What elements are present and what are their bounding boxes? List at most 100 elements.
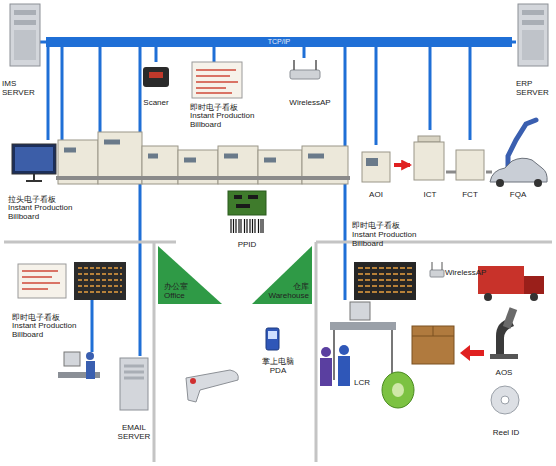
server-node: ERP SERVER	[516, 2, 554, 98]
machine-window	[64, 142, 324, 160]
reel-disc	[491, 386, 519, 414]
zone-triangle	[252, 246, 312, 304]
server-icon	[120, 358, 148, 410]
monitor-screen	[15, 147, 53, 171]
ict-top	[418, 136, 440, 142]
billboard-node: 即时电子看板 Instant Production Billboard	[352, 222, 442, 300]
node-label: LCR	[354, 379, 370, 388]
node-label: Reel ID	[493, 429, 520, 438]
access-point-icon	[430, 270, 444, 277]
server-bay	[522, 10, 544, 15]
carton	[412, 326, 454, 364]
screen-lines	[22, 271, 60, 289]
workstation-monitor	[350, 302, 370, 320]
server-bay	[124, 366, 144, 378]
node-label: FQA	[510, 191, 526, 200]
node-label: Scaner	[143, 99, 168, 108]
node-label: 掌上电脑 PDA	[261, 358, 295, 376]
billboard-table	[74, 262, 126, 300]
worker-head	[339, 345, 349, 355]
disc-hole	[501, 396, 509, 404]
device-node: WirelessAP	[282, 58, 338, 108]
node-label: TCP/IP	[268, 38, 291, 46]
network-connector	[512, 41, 516, 44]
server-panel	[14, 30, 36, 60]
device-node: PPID	[222, 190, 272, 250]
node-label: WirelessAP	[445, 269, 486, 278]
network-wire	[62, 47, 100, 352]
network-connector	[155, 47, 158, 62]
device-node: 掌上电脑 PDA	[258, 326, 298, 376]
billboard-node: 即时电子看板 Instant Production Billboard	[190, 62, 270, 130]
screen-lines	[196, 70, 238, 93]
machine-node: FQA	[488, 115, 548, 200]
scanner-window	[149, 72, 163, 78]
network-connector	[47, 47, 50, 140]
worker-body	[320, 358, 332, 386]
server-node: EMAIL SERVER	[108, 356, 160, 442]
node-label: 即时电子看板 Instant Production Billboard	[352, 222, 426, 248]
pc-monitor	[64, 352, 80, 366]
component-reel	[382, 372, 414, 408]
network-connector	[139, 47, 142, 356]
worker-head	[321, 347, 331, 357]
node-label: IMS SERVER	[2, 80, 38, 98]
network-connector	[469, 47, 472, 140]
node-label: ERP SERVER	[516, 80, 552, 98]
car-icon	[490, 158, 547, 182]
network-connector	[375, 47, 378, 145]
operator-body	[86, 361, 95, 379]
pda-screen	[268, 331, 277, 339]
conveyor	[446, 171, 492, 174]
handheld-scanner	[186, 370, 238, 402]
network-connector	[213, 47, 216, 62]
machine-node: ICT	[410, 130, 450, 200]
wheel	[534, 179, 542, 187]
machine-node: AOI	[358, 145, 394, 200]
device-node: AOS	[482, 308, 526, 378]
billboard-node: 拉头电子看板 Instant Production Billboard	[8, 140, 90, 222]
fct-machine	[456, 150, 484, 180]
network-connector	[429, 47, 432, 130]
access-point-icon	[290, 70, 320, 79]
server-node: IMS SERVER	[2, 2, 40, 98]
table-rows	[358, 268, 412, 292]
monitor-stand	[26, 174, 42, 181]
microscope-tube	[503, 307, 517, 329]
device-node: WirelessAP	[428, 260, 500, 286]
device-node: Scaner	[136, 62, 176, 108]
network-connector	[394, 163, 410, 167]
server-bay	[522, 20, 544, 25]
truck-cab	[524, 276, 544, 294]
node-label: AOI	[369, 191, 383, 200]
pcb-board	[228, 191, 266, 215]
node-label: 拉头电子看板 Instant Production Billboard	[8, 196, 82, 222]
billboard-screen	[192, 62, 242, 98]
workstation-table	[330, 322, 396, 330]
node-label: AOS	[496, 369, 513, 378]
zone-triangle	[158, 246, 222, 304]
network-connector	[303, 47, 306, 58]
network-bus: TCP/IP	[46, 37, 512, 47]
monitor-icon	[12, 144, 56, 174]
machine-window	[366, 158, 378, 166]
operator-head	[86, 352, 94, 360]
node-label: 办公室 Office	[164, 283, 198, 301]
antenna	[432, 262, 442, 270]
node-label: FCT	[462, 191, 478, 200]
billboard-table	[354, 262, 416, 300]
node-label: EMAIL SERVER	[114, 424, 154, 442]
billboard-screen	[18, 264, 66, 298]
antenna	[294, 60, 316, 70]
machine-node: FCT	[452, 140, 488, 200]
billboard-node: 即时电子看板 Instant Production Billboard	[10, 262, 130, 340]
zone-node: 办公室 Office	[158, 246, 222, 304]
wheel	[496, 179, 504, 187]
zone-node: 仓库 Warehouse	[252, 246, 312, 304]
node-label: WirelessAP	[289, 99, 330, 108]
server-bay	[14, 20, 36, 25]
